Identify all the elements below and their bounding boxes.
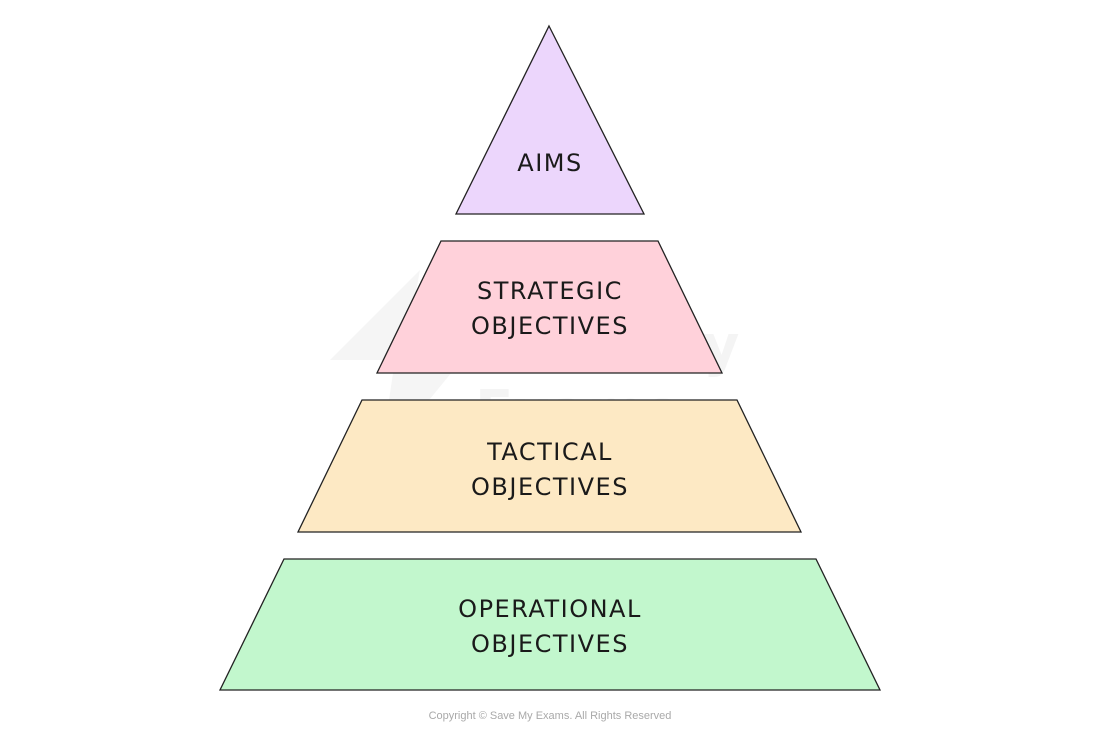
copyright-notice: Copyright © Save My Exams. All Rights Re… (429, 710, 672, 722)
tier-tactical-shape (296, 399, 803, 533)
tier-strategic-shape (375, 240, 724, 374)
tier-tactical-objectives: TACTICAL OBJECTIVES (296, 399, 803, 533)
tier-strategic-label-line-1: STRATEGIC (477, 277, 623, 305)
tier-strategic-label-line-2: OBJECTIVES (471, 312, 629, 340)
tier-operational-objectives: OPERATIONAL OBJECTIVES (218, 558, 882, 691)
tier-operational-label-line-2: OBJECTIVES (471, 630, 629, 658)
tier-tactical-label-line-2: OBJECTIVES (471, 473, 629, 501)
tier-operational-shape (218, 558, 882, 691)
tier-aims-label: AIMS (517, 149, 582, 177)
tier-operational-label-line-1: OPERATIONAL (458, 595, 642, 623)
tier-aims: AIMS (454, 24, 646, 215)
tier-tactical-label-line-1: TACTICAL (486, 438, 613, 466)
tier-strategic-objectives: STRATEGIC OBJECTIVES (375, 240, 724, 374)
tier-aims-shape (454, 24, 646, 215)
